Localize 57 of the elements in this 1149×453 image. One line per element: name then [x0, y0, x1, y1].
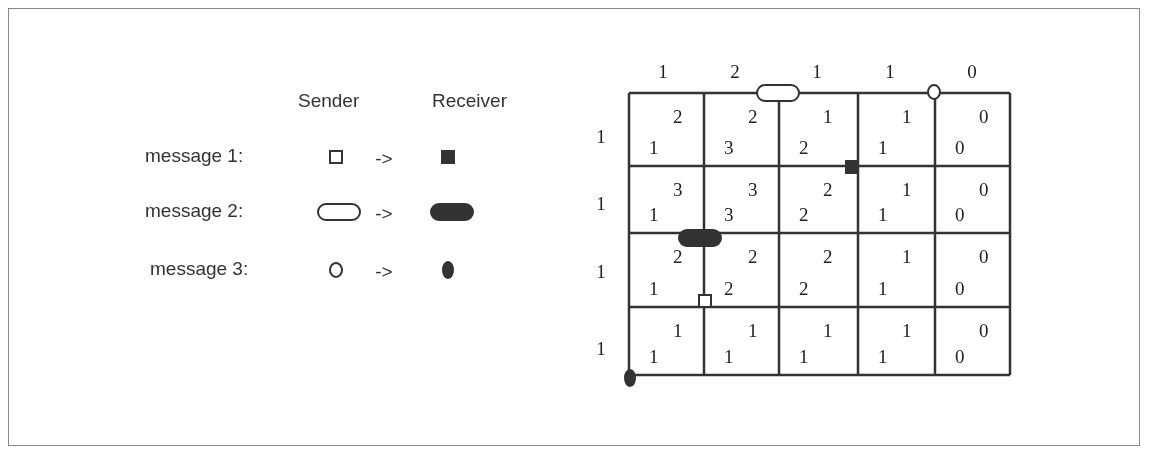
column-value: 1	[885, 62, 895, 81]
cell-value: 1	[902, 180, 912, 199]
cell-value: 1	[823, 107, 833, 126]
cell-value: 1	[878, 138, 888, 157]
cell-value: 0	[979, 247, 989, 266]
cell-value: 2	[799, 205, 809, 224]
cell-value: 0	[979, 180, 989, 199]
cell-value: 0	[955, 138, 965, 157]
cell-value: 0	[979, 107, 989, 126]
column-header: Receiver	[432, 91, 507, 110]
cell-value: 1	[878, 347, 888, 366]
cell-value: 2	[673, 107, 683, 126]
cell-value: 0	[979, 321, 989, 340]
cell-value: 0	[955, 279, 965, 298]
legend-label: message 3:	[150, 259, 249, 278]
cell-value: 0	[955, 205, 965, 224]
column-value: 1	[658, 62, 668, 81]
cell-value: 1	[649, 138, 659, 157]
cell-value: 2	[823, 180, 833, 199]
cell-value: 3	[673, 180, 683, 199]
cell-value: 1	[724, 347, 734, 366]
arrow-symbol: ->	[375, 262, 393, 281]
cell-value: 2	[799, 279, 809, 298]
cell-value: 2	[799, 138, 809, 157]
row-value: 1	[596, 262, 606, 281]
column-value: 0	[967, 62, 977, 81]
cell-value: 1	[673, 321, 683, 340]
cell-value: 3	[724, 138, 734, 157]
arrow-symbol: ->	[375, 149, 393, 168]
cell-value: 1	[902, 247, 912, 266]
cell-value: 1	[878, 279, 888, 298]
cell-value: 0	[955, 347, 965, 366]
cell-value: 1	[878, 205, 888, 224]
legend-label: message 2:	[145, 201, 244, 220]
cell-value: 1	[649, 279, 659, 298]
cell-value: 1	[748, 321, 758, 340]
cell-value: 3	[724, 205, 734, 224]
cell-value: 2	[748, 247, 758, 266]
cell-value: 1	[902, 107, 912, 126]
cell-value: 1	[823, 321, 833, 340]
cell-value: 3	[748, 180, 758, 199]
cell-value: 1	[902, 321, 912, 340]
arrow-symbol: ->	[375, 204, 393, 223]
column-header: Sender	[298, 91, 360, 110]
row-value: 1	[596, 339, 606, 358]
cell-value: 2	[823, 247, 833, 266]
column-value: 2	[730, 62, 740, 81]
cell-value: 2	[673, 247, 683, 266]
column-value: 1	[812, 62, 822, 81]
legend-label: message 1:	[145, 146, 244, 165]
cell-value: 1	[649, 205, 659, 224]
cell-value: 2	[748, 107, 758, 126]
row-value: 1	[596, 194, 606, 213]
row-value: 1	[596, 127, 606, 146]
cell-value: 1	[649, 347, 659, 366]
cell-value: 1	[799, 347, 809, 366]
cell-value: 2	[724, 279, 734, 298]
